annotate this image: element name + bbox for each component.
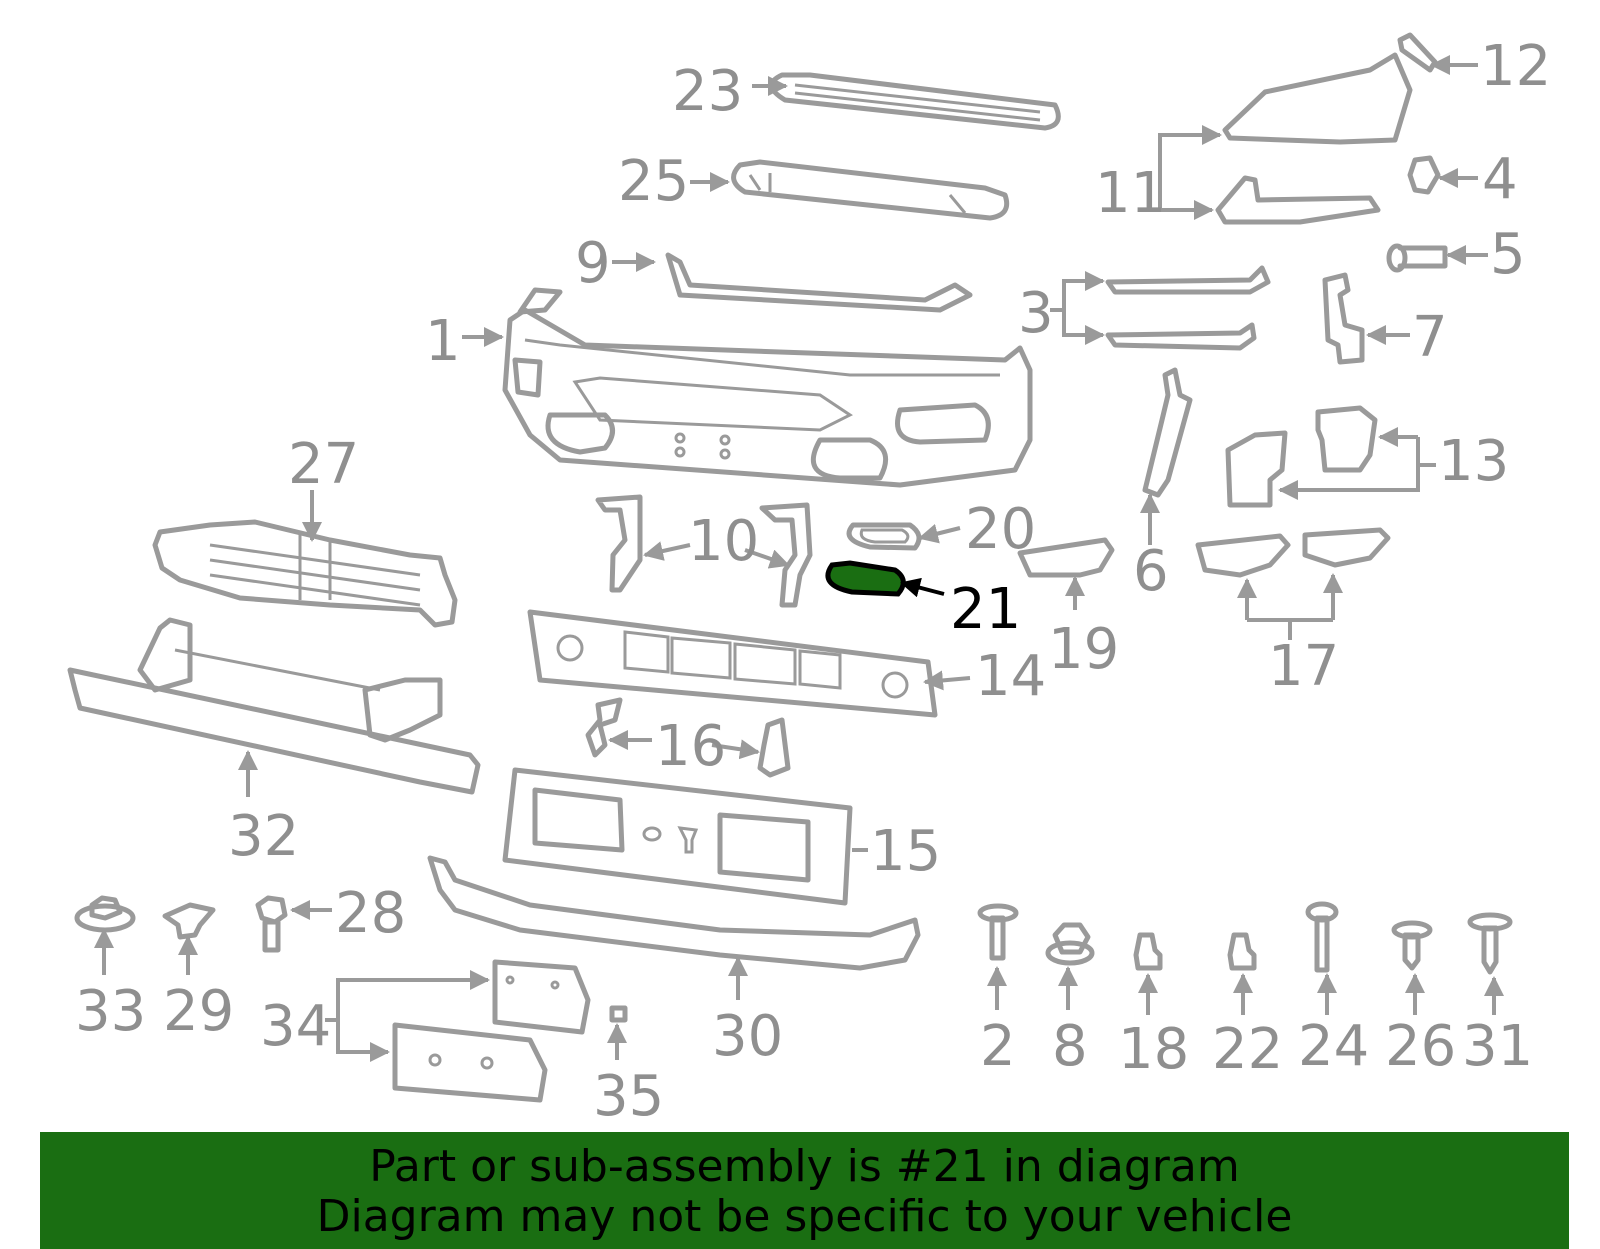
part-28-bolt [255, 895, 288, 953]
part-4-clip-nut [1407, 155, 1441, 195]
callout-16: 16 [655, 714, 726, 779]
callout-19: 19 [1048, 617, 1119, 682]
callout-20: 20 [965, 497, 1036, 562]
part-21-highlighted [825, 560, 906, 597]
part-14-valance-panel [527, 609, 938, 718]
part-22-clip [1227, 932, 1257, 971]
callout-22: 22 [1212, 1017, 1283, 1082]
callout-15: 15 [870, 819, 941, 884]
callout-11: 11 [1095, 161, 1166, 226]
part-31-push-pin [1467, 912, 1513, 975]
callout-3: 3 [1018, 281, 1054, 346]
part-13-brackets [1225, 405, 1378, 508]
callout-6: 6 [1133, 539, 1169, 604]
callout-33: 33 [75, 979, 146, 1044]
callout-30: 30 [712, 1004, 783, 1069]
callout-13: 13 [1438, 429, 1509, 494]
part-12-clip [1397, 32, 1438, 73]
callout-labels: 23 25 9 1 3 11 12 4 5 7 6 13 17 19 20 21… [75, 34, 1551, 1129]
part-16-brackets [585, 697, 791, 778]
part-20-bezel [846, 522, 922, 551]
part-7-bracket [1322, 272, 1365, 365]
part-10-brackets [595, 494, 813, 608]
callout-27: 27 [288, 432, 359, 497]
part-23-grille-bar [769, 72, 1061, 131]
callout-31: 31 [1462, 1014, 1533, 1079]
callout-24: 24 [1298, 1014, 1369, 1079]
part-26-push-pin [1391, 920, 1433, 971]
part-8-nut [1045, 922, 1095, 966]
callout-26: 26 [1385, 1014, 1456, 1079]
part-2-push-pin [977, 903, 1019, 961]
callout-21-highlighted: 21 [950, 577, 1021, 642]
part-5-bolt [1386, 243, 1448, 273]
callout-9: 9 [575, 231, 611, 296]
part-32-reinforcement [67, 617, 481, 795]
part-17-bezels [1195, 527, 1391, 578]
callout-34: 34 [260, 994, 331, 1059]
exploded-parts-diagram: 23 25 9 1 3 11 12 4 5 7 6 13 17 19 20 21… [67, 32, 1551, 1129]
callout-14: 14 [975, 644, 1046, 709]
part-34-license-brackets [392, 959, 591, 1103]
part-15-plate-assembly [502, 767, 853, 906]
callout-10: 10 [688, 509, 759, 574]
callout-35: 35 [593, 1064, 664, 1129]
callout-25: 25 [618, 149, 689, 214]
part-24-stud [1305, 901, 1339, 973]
info-banner: Part or sub-assembly is #21 in diagram D… [40, 1132, 1569, 1249]
part-29-clip [162, 902, 216, 940]
callout-32: 32 [228, 804, 299, 869]
part-30-skid-plate [427, 855, 921, 971]
callout-2: 2 [980, 1014, 1016, 1079]
leader-lines [94, 55, 1504, 1062]
callout-7: 7 [1412, 305, 1448, 370]
part-3-brackets [1105, 265, 1271, 351]
part-35-clip [609, 1005, 628, 1023]
part-27-grille-assembly [152, 519, 458, 628]
part-6-trim-strip [1142, 367, 1193, 498]
callout-17: 17 [1268, 634, 1339, 699]
banner-line-part-number: Part or sub-assembly is #21 in diagram [369, 1141, 1240, 1192]
callout-28: 28 [335, 881, 406, 946]
part-19-lamp-housing [1017, 537, 1115, 578]
callout-1: 1 [425, 309, 461, 374]
banner-line-disclaimer: Diagram may not be specific to your vehi… [316, 1191, 1293, 1242]
part-11-side-trims [1215, 52, 1413, 225]
part-33-nut [74, 895, 136, 933]
part-1-bumper-fascia [502, 287, 1033, 488]
callout-23: 23 [672, 59, 743, 124]
callout-18: 18 [1118, 1017, 1189, 1082]
part-9-upper-trim [665, 252, 973, 313]
callout-4: 4 [1482, 147, 1518, 212]
callout-12: 12 [1480, 34, 1551, 99]
callout-8: 8 [1052, 1014, 1088, 1079]
callout-29: 29 [163, 979, 234, 1044]
callout-5: 5 [1490, 222, 1526, 287]
part-18-clip [1133, 932, 1163, 971]
part-25-grille-insert [731, 159, 1010, 221]
